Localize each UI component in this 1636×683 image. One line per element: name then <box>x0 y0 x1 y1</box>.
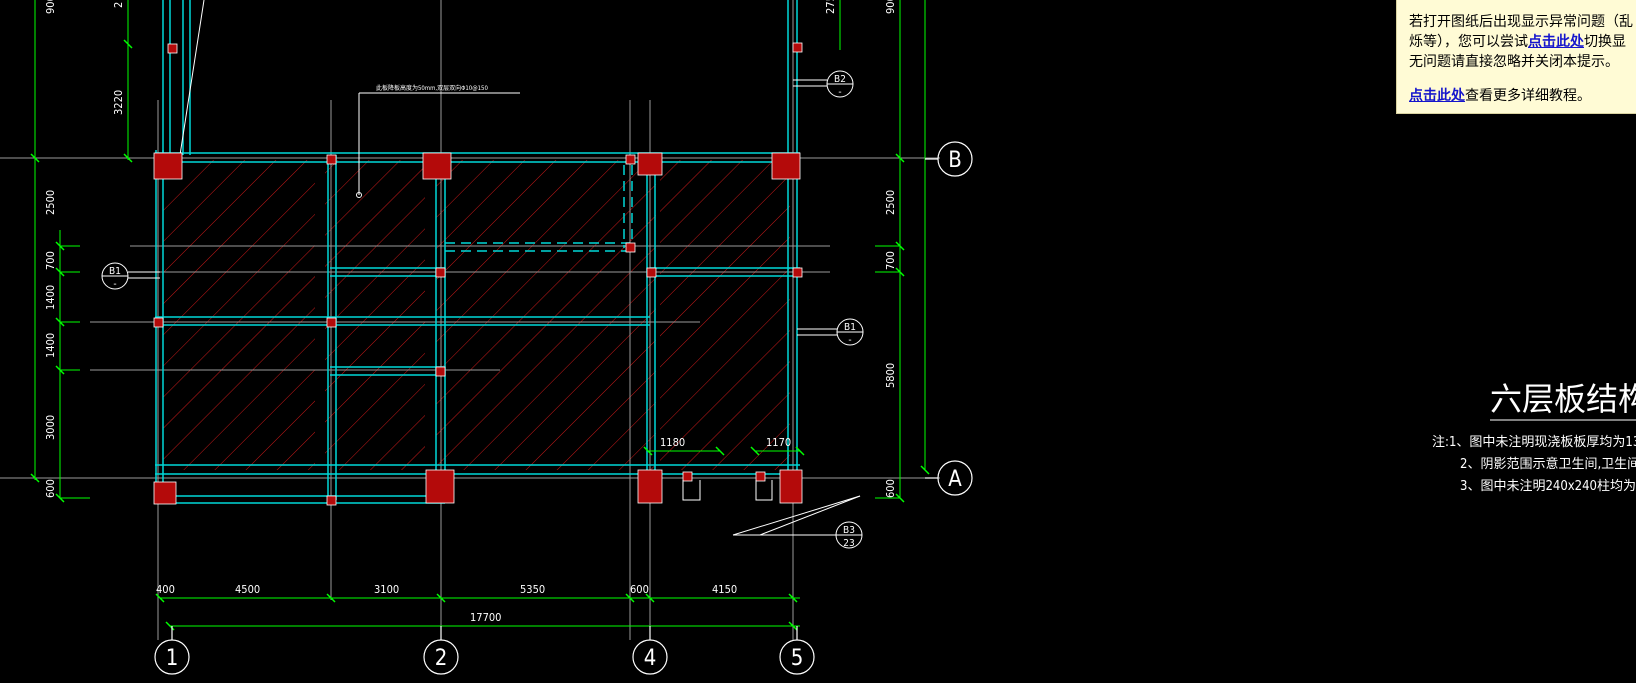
dim-bottom-6: 4150 <box>712 583 737 596</box>
drawing-note-3: 3、图中未注明240x240柱均为六层柱 <box>1460 479 1636 494</box>
dim-bottom-2: 4500 <box>235 583 260 596</box>
switch-display-link[interactable]: 点击此处 <box>1528 34 1584 50</box>
dim-left-5: 700 <box>44 251 57 270</box>
drawing-title: 六层板结构平 <box>1490 380 1636 418</box>
grid-label-5: 5 <box>791 646 804 671</box>
dim-bottom-3: 3100 <box>374 583 399 596</box>
section-mark-4-top: B3 <box>843 525 855 536</box>
dim-small-1: 1180 <box>660 436 685 449</box>
drawing-note-2: 2、阴影范围示意卫生间,卫生间降板:A- <box>1460 456 1636 472</box>
dim-left-3: 3220 <box>112 90 125 115</box>
section-mark-4-bottom: 23 <box>843 538 854 549</box>
beams <box>155 0 800 504</box>
balcony-outlines <box>682 480 773 501</box>
leader-dot <box>356 192 362 198</box>
dimension-ticks <box>30 39 930 631</box>
dim-bottom-5: 600 <box>630 583 649 596</box>
notice-line-2-text: 烁等），您可以尝试 <box>1409 34 1528 50</box>
dim-left-8: 3000 <box>44 415 57 440</box>
section-mark-1-top: B1 <box>109 266 121 277</box>
dim-left-1: 900 <box>44 0 57 14</box>
grid-label-4: 4 <box>644 646 657 671</box>
dim-right-3: 700 <box>884 251 897 270</box>
notice-line-1: 若打开图纸后出现显示异常问题（乱 <box>1409 14 1633 30</box>
dim-top: 275 <box>824 0 837 14</box>
display-issue-notice: 若打开图纸后出现显示异常问题（乱 烁等），您可以尝试点击此处切换显 无问题请直接… <box>1396 0 1636 114</box>
notice-line-3: 无问题请直接忽略并关闭本提示。 <box>1409 54 1619 70</box>
grid-label-b: B <box>948 148 962 173</box>
dim-total: 17700 <box>470 611 501 624</box>
dim-right-5: 600 <box>884 479 897 498</box>
dim-left-7: 1400 <box>44 333 57 358</box>
dim-bottom-1: 400 <box>156 583 175 596</box>
section-mark-2-bottom: - <box>838 87 841 98</box>
notice-line-4-text: 查看更多详细教程。 <box>1465 88 1591 104</box>
section-mark-2-top: B2 <box>834 74 846 85</box>
section-mark-3-bottom: - <box>848 335 851 346</box>
hatched-slab-regions <box>163 160 790 470</box>
grid-label-1: 1 <box>166 646 179 671</box>
tutorial-link[interactable]: 点击此处 <box>1409 88 1465 104</box>
dim-right-4: 5800 <box>884 363 897 388</box>
columns <box>153 42 803 506</box>
grid-bubbles[interactable] <box>154 141 973 675</box>
grid-label-a: A <box>948 467 962 492</box>
drawing-note-1: 注:1、图中未注明现浇板板厚均为130mm,未注 <box>1432 435 1636 450</box>
dim-right-2: 2500 <box>884 190 897 215</box>
dim-left-2: 2 <box>112 2 125 8</box>
leader-line <box>179 0 861 536</box>
dim-left-6: 1400 <box>44 285 57 310</box>
section-mark-3-top: B1 <box>844 322 856 333</box>
dim-right-1: 900 <box>884 0 897 14</box>
dim-small-2: 1170 <box>766 436 791 449</box>
dim-bottom-4: 5350 <box>520 583 545 596</box>
notice-line-2-tail: 切换显 <box>1584 34 1626 50</box>
section-marks <box>101 70 864 549</box>
dashed-beams <box>445 165 633 252</box>
section-mark-1-bottom: - <box>113 279 116 290</box>
dim-left-9: 600 <box>44 479 57 498</box>
dim-left-4: 2500 <box>44 190 57 215</box>
dimension-lines <box>34 0 926 627</box>
grid-label-2: 2 <box>435 646 448 671</box>
leader-note: 此板降板高度为50mm,双层双向Φ10@150 <box>376 84 488 92</box>
